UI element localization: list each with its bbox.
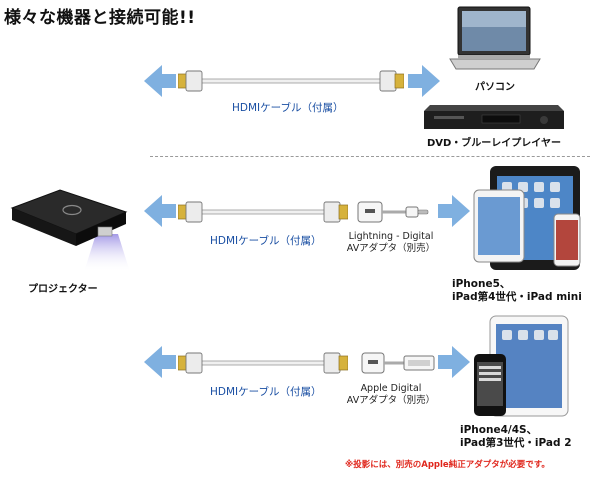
right-arrow-icon	[408, 65, 440, 97]
right-arrow-icon	[438, 195, 470, 227]
hdmi-cable-icon	[178, 70, 404, 92]
device-label: iPhone4/4S、 iPad第3世代・iPad 2	[460, 424, 590, 450]
adapter-label-line2: AVアダプタ（別売）	[346, 395, 436, 406]
device-label-line1: iPhone4/4S、	[460, 424, 538, 436]
device-label-dvd: DVD・ブルーレイプレイヤー	[426, 138, 562, 149]
adapter-label: Lightning - Digital AVアダプタ（別売）	[336, 231, 446, 255]
dock-adapter-icon	[361, 352, 435, 374]
right-arrow-icon	[438, 346, 470, 378]
cable-label: HDMIケーブル（付属）	[210, 235, 322, 247]
page-title: 様々な機器と接続可能!!	[4, 8, 196, 28]
adapter-label-line2: AVアダプタ（別売）	[346, 243, 436, 254]
hdmi-cable-icon	[178, 201, 348, 223]
adapter-label: Apple Digital AVアダプタ（別売）	[336, 383, 446, 407]
cable-label: HDMIケーブル（付属）	[210, 386, 322, 398]
footnote: ※投影には、別売のApple純正アダプタが必要です。	[345, 460, 550, 470]
cable-label: HDMIケーブル（付属）	[232, 102, 344, 114]
device-label-pc: パソコン	[475, 82, 515, 93]
projector-icon	[10, 189, 130, 272]
left-arrow-icon	[144, 195, 176, 227]
device-label-line2: iPad第4世代・iPad mini	[452, 291, 582, 303]
adapter-label-line1: Lightning - Digital	[348, 231, 434, 242]
adapter-label-line1: Apple Digital	[360, 383, 422, 394]
section-divider	[150, 156, 590, 157]
device-label: iPhone5、 iPad第4世代・iPad mini	[452, 278, 590, 304]
lightning-adapter-icon	[357, 201, 429, 223]
ipad-iphone4-icon	[474, 315, 569, 417]
ipad-iphone5-icon	[473, 166, 581, 270]
dvd-player-icon	[424, 105, 564, 129]
hdmi-cable-icon	[178, 352, 348, 374]
left-arrow-icon	[144, 346, 176, 378]
device-label-line2: iPad第3世代・iPad 2	[460, 437, 572, 449]
device-label-line1: iPhone5、	[452, 278, 511, 290]
projector-label: プロジェクター	[28, 284, 98, 295]
left-arrow-icon	[144, 65, 176, 97]
laptop-icon	[449, 6, 541, 70]
